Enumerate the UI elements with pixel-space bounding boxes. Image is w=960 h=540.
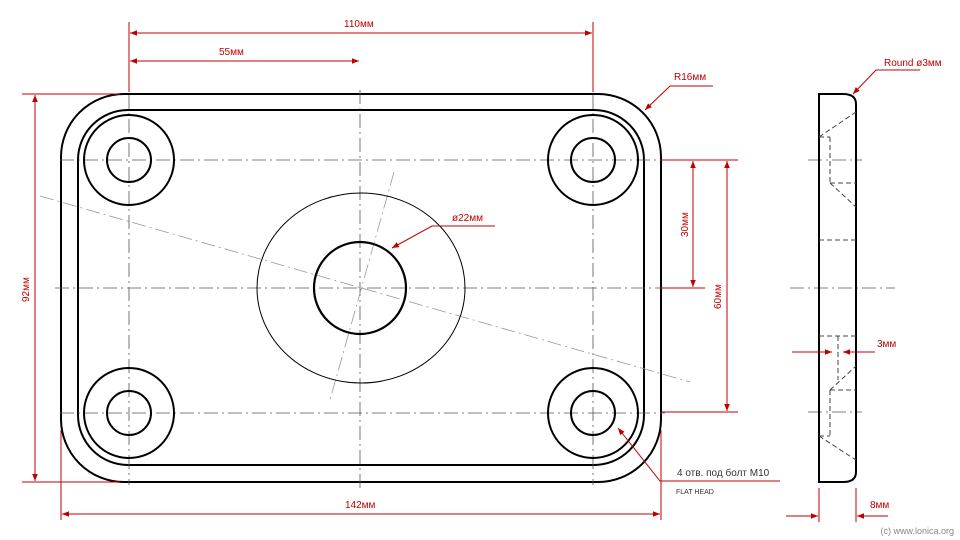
dimension-labels: 110мм 55мм R16мм ø22мм 30мм 60мм 92мм 14… [21,19,770,511]
side-dimension-lines [786,69,920,522]
label-55: 55мм [219,47,244,58]
label-8mm: 8мм [870,500,889,511]
bolt-hole-top-right [547,114,639,206]
bolt-hole-top-left [83,114,175,206]
side-view [790,93,895,483]
plate-inner-edge [77,109,645,466]
side-dimension-labels: Round ø3мм 3мм 8мм [870,58,942,511]
credit-text: (c) www.lonica.org [880,526,954,536]
label-60: 60мм [713,284,724,309]
label-30: 30мм [680,212,691,237]
label-d22: ø22мм [452,213,483,224]
label-142: 142мм [345,500,376,511]
label-110: 110мм [344,19,374,30]
hidden-lines [818,111,857,461]
dimension-lines [22,22,780,520]
label-r16: R16мм [674,72,706,83]
label-round: Round ø3мм [884,58,942,69]
label-92: 92мм [21,277,32,302]
bolt-hole-bottom-left [83,367,175,459]
side-profile [818,93,857,483]
label-flat-head: FLAT HEAD [676,489,714,496]
label-holes: 4 отв. под болт M10 [677,467,770,479]
center-hole [312,240,408,336]
front-view [39,90,691,490]
center-boss [256,192,466,384]
label-3mm: 3мм [877,339,896,350]
bolt-hole-bottom-right [547,367,639,459]
center-lines [39,90,691,490]
